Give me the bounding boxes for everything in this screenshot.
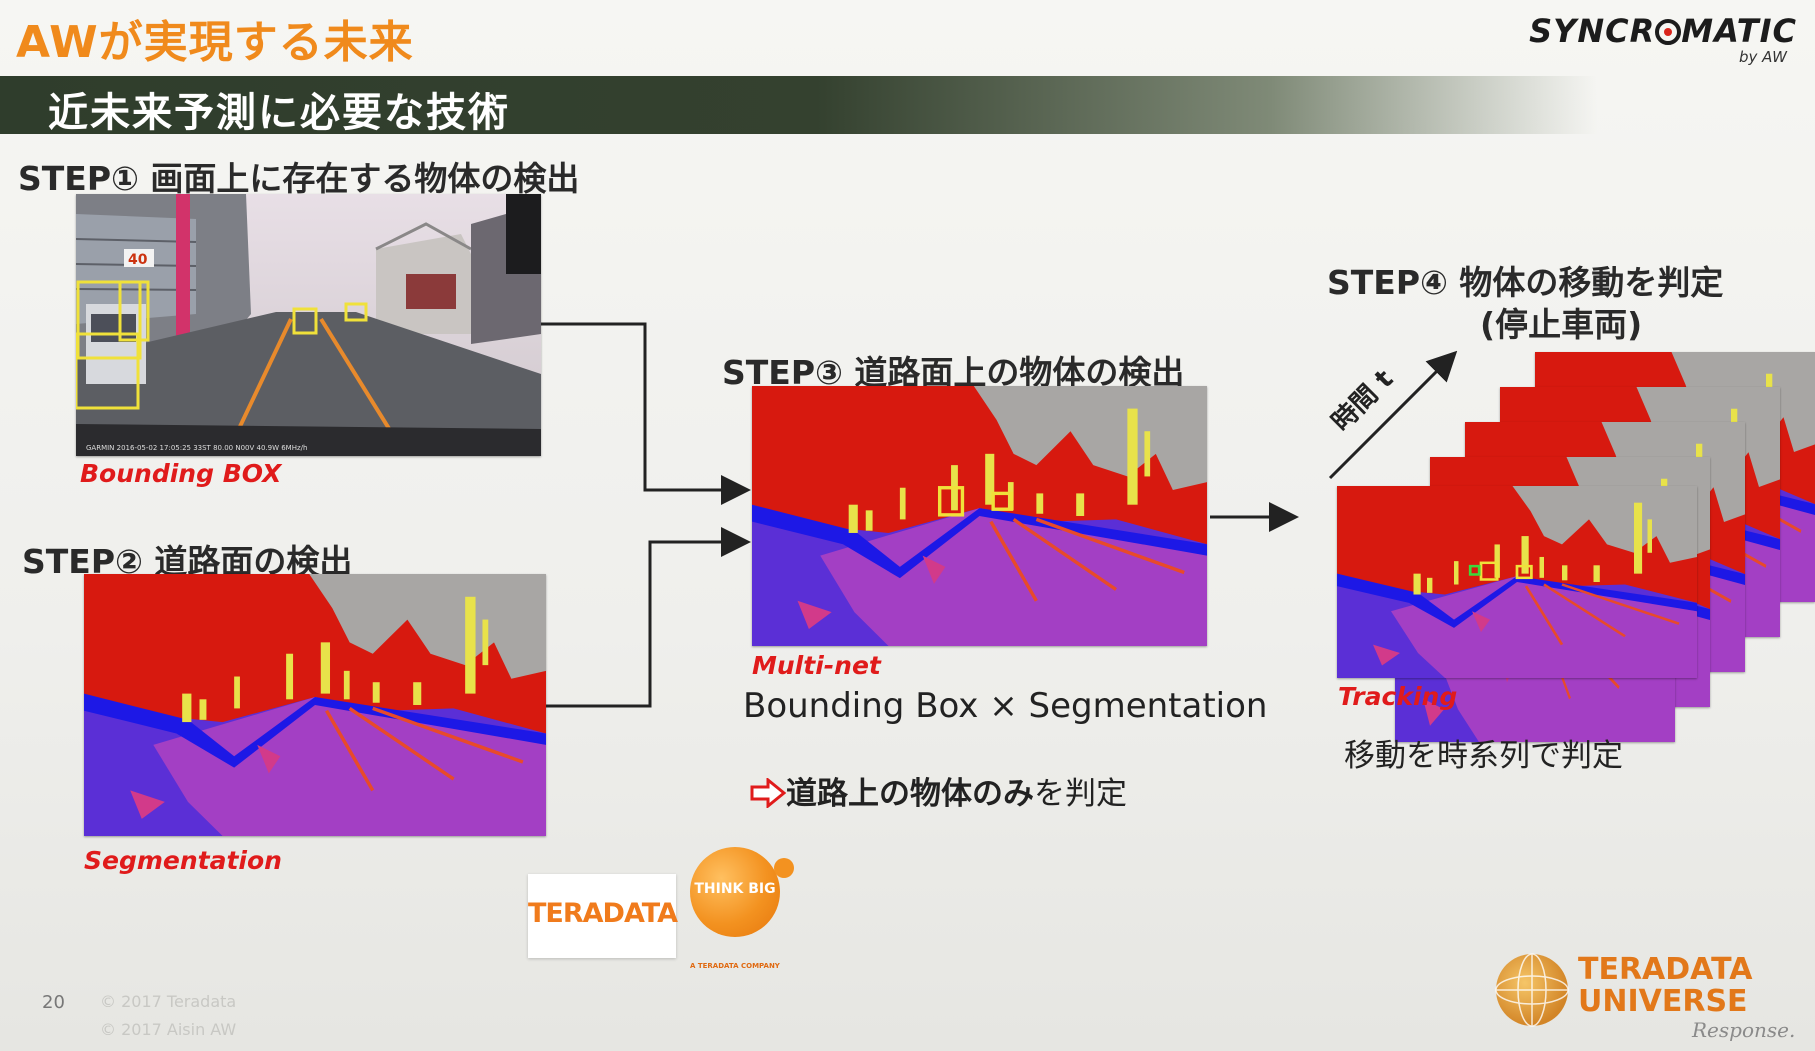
result-line: 道路上の物体のみを判定 xyxy=(750,768,1127,813)
universe-line2: UNIVERSE xyxy=(1578,986,1752,1018)
step4-label-sub: (停止車両) xyxy=(1480,298,1642,346)
step4-label: STEP④ 物体の移動を判定 xyxy=(1327,256,1723,304)
teradata-logo-card: TERADATA xyxy=(528,874,676,958)
copyright-teradata: © 2017 Teradata xyxy=(100,992,236,1011)
tracking-caption: Tracking xyxy=(1338,682,1457,711)
universe-line1: TERADATA xyxy=(1578,954,1752,986)
thinkbig-logo-text: THINK BIG xyxy=(690,881,780,897)
copyright-aisin: © 2017 Aisin AW xyxy=(100,1020,236,1039)
teradata-universe-globe-icon xyxy=(1488,950,1576,1030)
multinet-caption: Multi-net xyxy=(752,651,881,680)
result-rest-text: を判定 xyxy=(1034,776,1127,812)
teradata-logo-text: TERADATA xyxy=(528,898,676,929)
thinkbig-subtext: A TERADATA COMPANY xyxy=(690,962,780,970)
result-bold-text: 道路上の物体のみ xyxy=(786,776,1034,812)
page-number: 20 xyxy=(42,992,65,1013)
tracking-description: 移動を時系列で判定 xyxy=(1344,730,1623,775)
teradata-universe-logo: TERADATA UNIVERSE xyxy=(1578,954,1752,1018)
thinkbig-logo: THINK BIG xyxy=(690,847,780,937)
response-watermark: Response. xyxy=(1692,1018,1795,1042)
thinkbig-dot-icon xyxy=(774,858,794,878)
formula-text: Bounding Box × Segmentation xyxy=(743,686,1267,726)
arrow-right-icon xyxy=(750,778,786,808)
tracking-frame-1 xyxy=(1337,486,1697,678)
multinet-image xyxy=(752,386,1207,646)
